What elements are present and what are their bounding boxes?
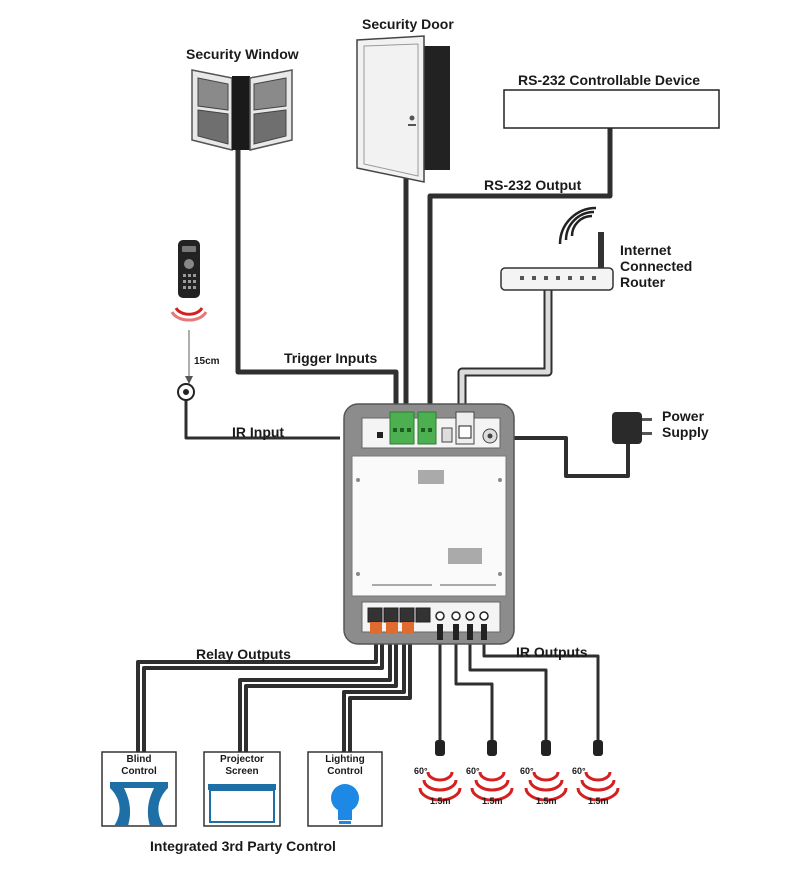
cable-relay-1 [136, 636, 378, 752]
label-blind-control: Blind Control [116, 754, 162, 777]
router-line-1: Internet [620, 242, 672, 258]
cables [136, 128, 630, 752]
ir-range-2: 1.5m [482, 796, 503, 806]
projector-line-1: Projector [220, 754, 264, 765]
router-icon [500, 206, 614, 291]
blind-control-box [101, 751, 177, 827]
blind-line-2: Control [121, 765, 157, 777]
router-line-2: Connected [620, 258, 693, 275]
label-trigger-inputs: Trigger Inputs [284, 350, 378, 366]
label-integrated-control: Integrated 3rd Party Control [150, 838, 336, 854]
label-internet-router: Internet Connected Router [620, 242, 692, 290]
lighting-control-box [307, 751, 383, 827]
cable-rs232 [427, 128, 613, 410]
lighting-line-1: Lighting [325, 754, 365, 765]
main-device [343, 403, 515, 645]
ir-angle-3: 60° [520, 766, 534, 776]
ir-emitter-2 [470, 740, 514, 802]
label-rs232-device: RS-232 Controllable Device [518, 72, 701, 88]
label-lighting-control: Lighting Control [318, 754, 372, 777]
cable-relay-3b [348, 636, 412, 752]
label-security-window: Security Window [186, 46, 299, 62]
router-line-3: Router [620, 274, 666, 291]
rs232-device-box [503, 89, 720, 129]
label-security-door: Security Door [362, 16, 454, 32]
ir-angle-2: 60° [466, 766, 480, 776]
cable-relay-2 [238, 636, 392, 752]
lighting-line-2: Control [327, 765, 363, 777]
power-supply-icon [612, 412, 652, 444]
cable-relay-2b [244, 636, 398, 752]
ir-range-4: 1.5m [588, 796, 609, 806]
label-relay-outputs: Relay Outputs [196, 646, 291, 662]
cable-lan-outer [457, 290, 553, 410]
remote-control-icon [170, 240, 208, 384]
label-projector-screen: Projector Screen [212, 754, 272, 777]
security-window-icon [191, 69, 293, 151]
cable-relay-3 [342, 636, 406, 752]
blind-line-1: Blind [126, 754, 152, 765]
ir-emitter-4 [576, 740, 620, 802]
ir-range-1: 1.5m [430, 796, 451, 806]
power-line-1: Power [662, 408, 705, 424]
ir-emitter-1 [418, 740, 462, 802]
label-rs232-output: RS-232 Output [484, 177, 582, 193]
cable-ir-out-4 [482, 640, 600, 740]
cable-relay-1b [142, 636, 384, 752]
ir-angle-4: 60° [572, 766, 586, 776]
power-line-2: Supply [662, 424, 709, 441]
ir-sensor-icon [177, 383, 195, 401]
projector-screen-box [203, 751, 281, 827]
cable-ir-out-3 [468, 640, 548, 740]
label-ir-input: IR Input [232, 424, 285, 440]
cable-lan-inner [459, 290, 551, 410]
cable-power [510, 436, 630, 478]
label-power-supply: Power Supply [662, 408, 709, 440]
cable-window-trigger [235, 150, 399, 410]
projector-line-2: Screen [225, 765, 259, 777]
ir-emitters [418, 740, 620, 802]
ir-range-3: 1.5m [536, 796, 557, 806]
ir-angle-1: 60° [414, 766, 428, 776]
cable-ir-input [184, 400, 340, 440]
cable-ir-out-2 [454, 640, 494, 740]
label-ir-outputs: IR Outputs [516, 644, 588, 660]
security-door-icon [356, 35, 450, 183]
ir-emitter-3 [524, 740, 568, 802]
label-distance: 15cm [194, 356, 220, 367]
